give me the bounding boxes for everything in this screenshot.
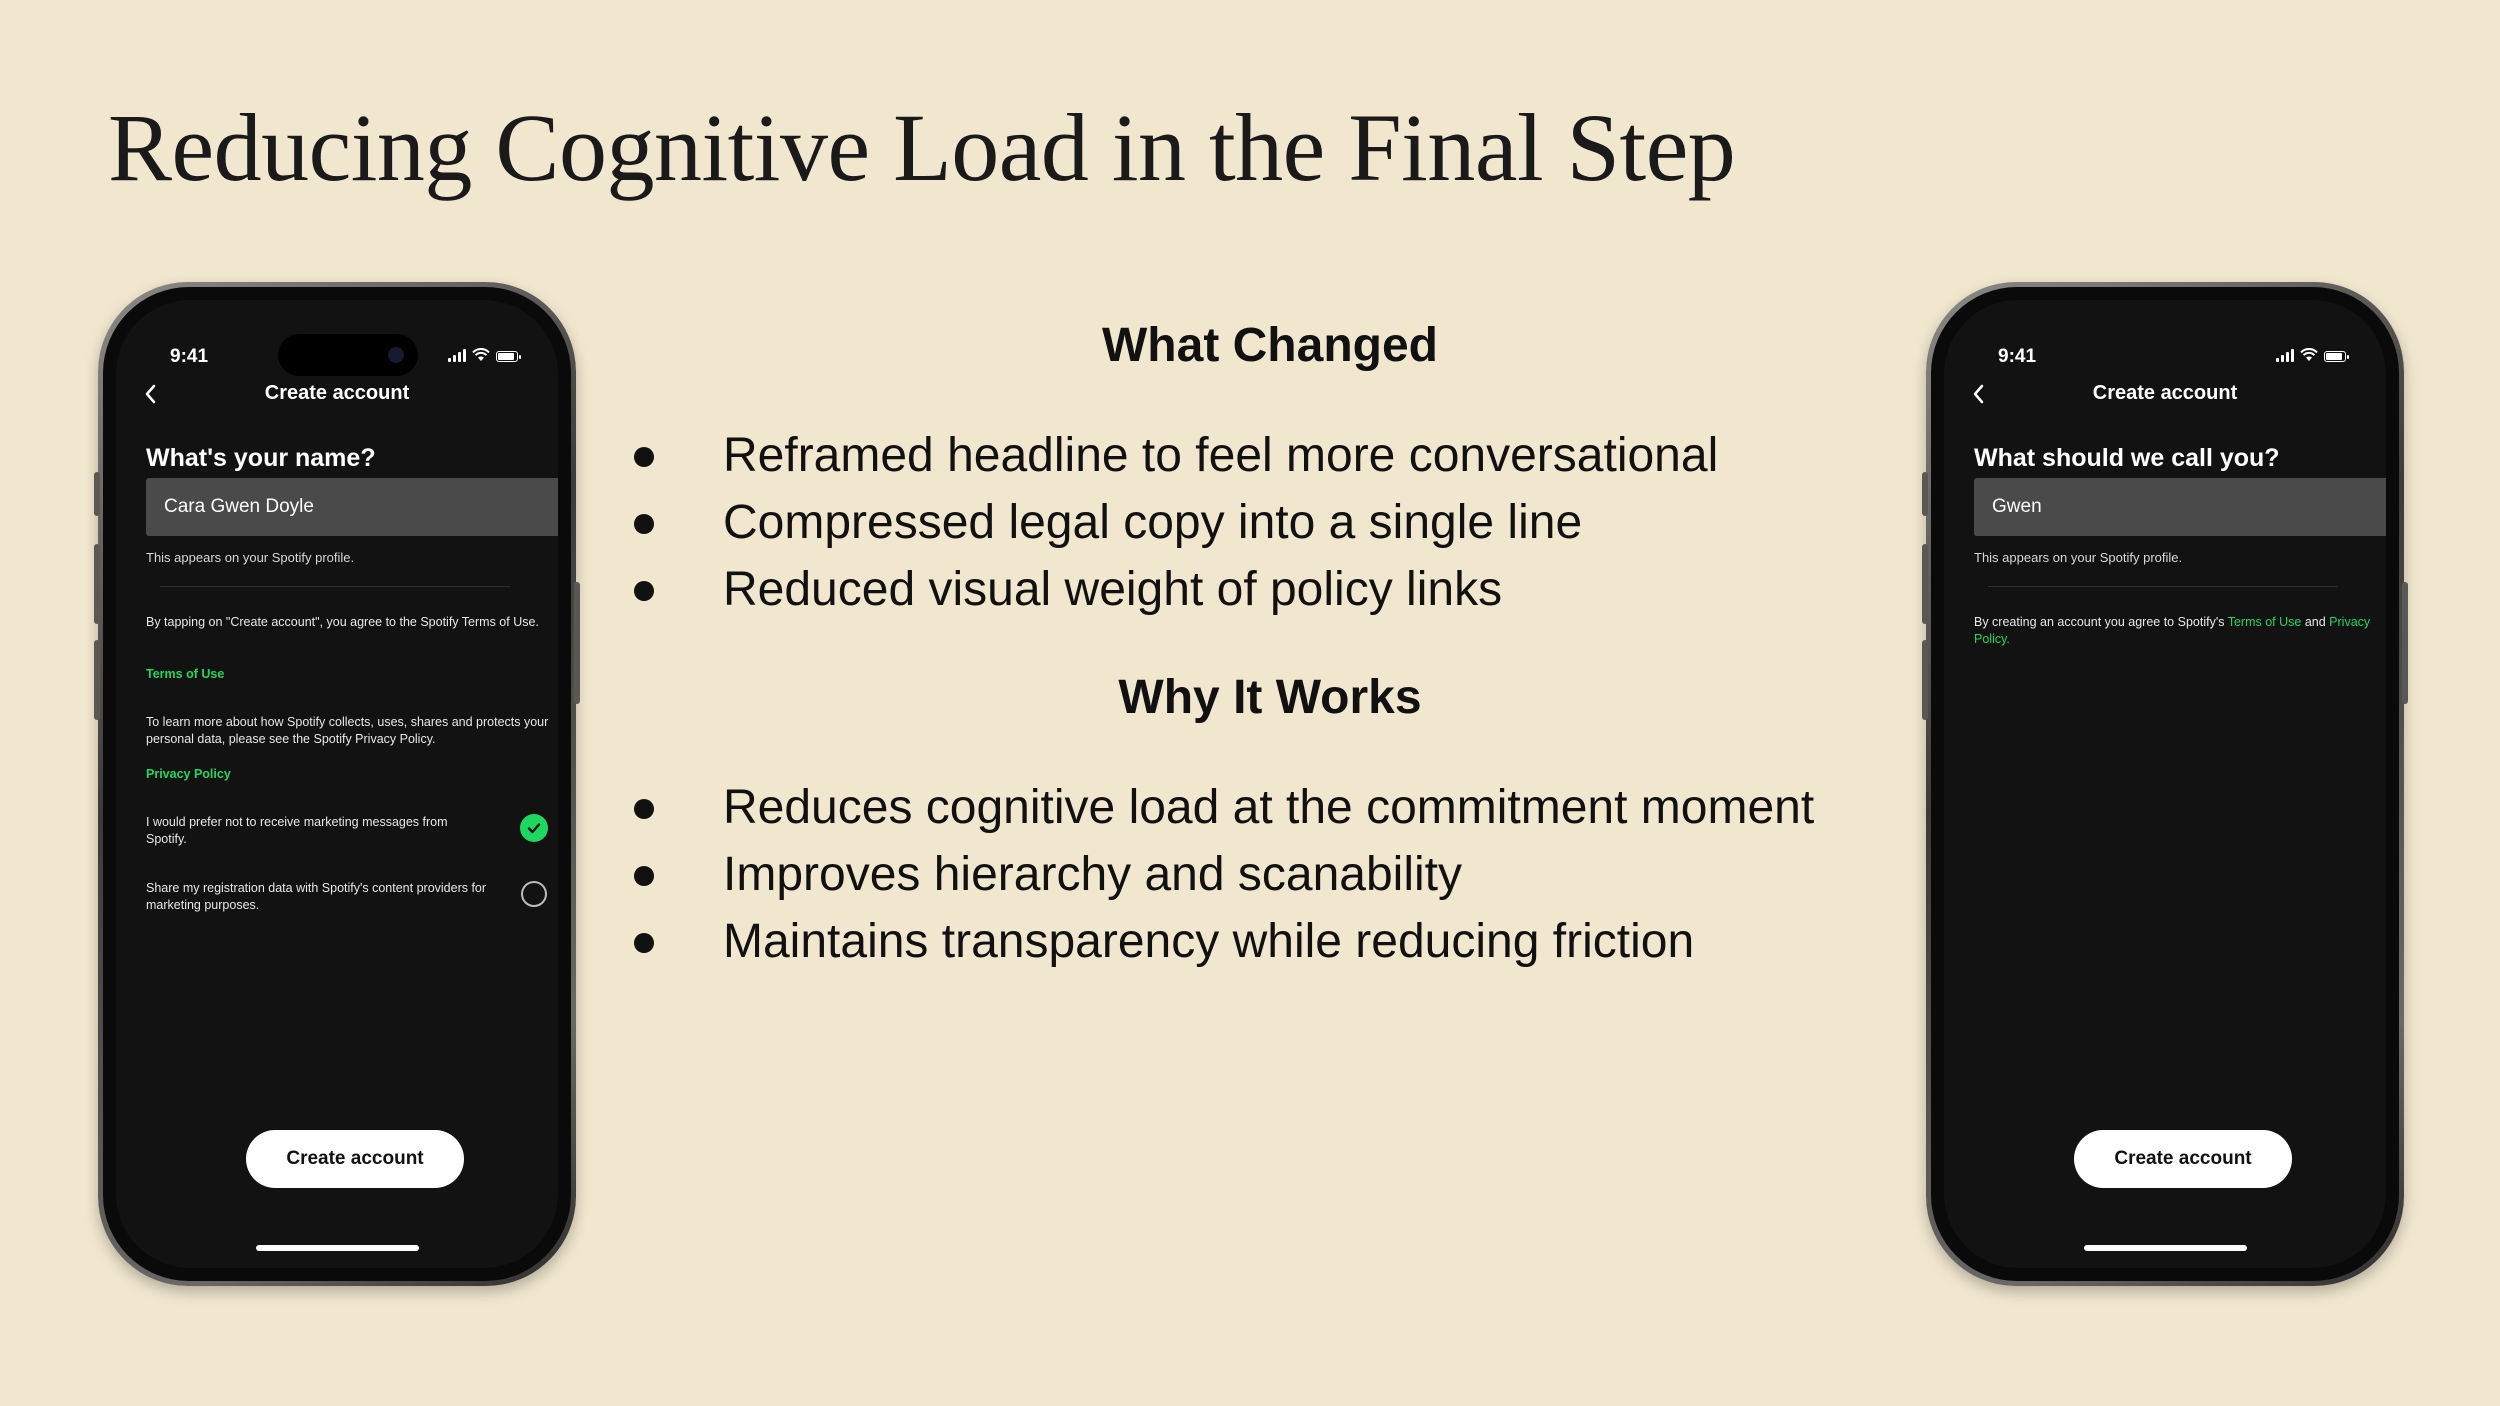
why-it-works-list: Reduces cognitive load at the commitment… xyxy=(620,774,1814,975)
divider xyxy=(160,586,510,587)
battery-icon xyxy=(496,351,521,362)
status-time: 9:41 xyxy=(170,346,209,367)
list-item: Reduced visual weight of policy links xyxy=(620,556,1718,623)
phone-action-button xyxy=(94,472,100,516)
name-input[interactable] xyxy=(146,478,558,536)
phone-before: 9:41 Create account What's your name? Th… xyxy=(94,282,580,1286)
list-item: Improves hierarchy and scanability xyxy=(620,841,1814,908)
what-changed-heading: What Changed xyxy=(1102,319,1438,372)
name-question: What should we call you? xyxy=(1974,444,2280,472)
battery-icon xyxy=(2324,351,2349,362)
phone-volume-down-button xyxy=(1922,640,1928,720)
cellular-signal-icon xyxy=(448,348,466,362)
checkmark-icon xyxy=(527,823,541,834)
home-indicator xyxy=(256,1245,419,1251)
phone-power-button xyxy=(574,582,580,704)
phone-volume-down-button xyxy=(94,640,100,720)
what-changed-list: Reframed headline to feel more conversat… xyxy=(620,422,1718,623)
wifi-icon xyxy=(472,348,490,361)
home-indicator xyxy=(2084,1245,2247,1251)
legal-and: and xyxy=(2304,615,2326,629)
why-it-works-heading: Why It Works xyxy=(1118,671,1422,724)
divider xyxy=(1988,586,2338,587)
privacy-policy-link[interactable]: Privacy Policy xyxy=(146,767,231,781)
legal-prefix: By creating an account you agree to Spot… xyxy=(1974,615,2225,629)
legal-line: By creating an account you agree to Spot… xyxy=(1974,614,2384,648)
screen-before: 9:41 Create account What's your name? Th… xyxy=(116,300,558,1268)
phone-volume-up-button xyxy=(1922,544,1928,624)
name-input[interactable] xyxy=(1974,478,2386,536)
phone-after: 9:41 Create account What should we call … xyxy=(1922,282,2408,1286)
screen-after: 9:41 Create account What should we call … xyxy=(1944,300,2386,1268)
share-data-label: Share my registration data with Spotify'… xyxy=(146,881,487,912)
name-question: What's your name? xyxy=(146,444,376,472)
marketing-optout-label: I would prefer not to receive marketing … xyxy=(146,815,448,846)
phone-action-button xyxy=(1922,472,1928,516)
nav-title: Create account xyxy=(264,382,410,404)
list-item: Maintains transparency while reducing fr… xyxy=(620,908,1814,975)
cellular-signal-icon xyxy=(2276,348,2294,362)
status-icons xyxy=(2276,348,2349,362)
list-item: Reduces cognitive load at the commitment… xyxy=(620,774,1814,841)
dynamic-island xyxy=(278,334,418,376)
create-account-button[interactable]: Create account xyxy=(246,1130,464,1188)
back-chevron-icon[interactable] xyxy=(1968,380,1990,408)
phone-power-button xyxy=(2402,582,2408,704)
privacy-notice: To learn more about how Spotify collects… xyxy=(146,715,549,746)
helper-text: This appears on your Spotify profile. xyxy=(146,550,355,565)
terms-of-use-link[interactable]: Terms of Use xyxy=(2227,615,2302,629)
list-item: Compressed legal copy into a single line xyxy=(620,489,1718,556)
nav-title: Create account xyxy=(2092,382,2238,404)
helper-text: This appears on your Spotify profile. xyxy=(1974,550,2183,565)
status-time: 9:41 xyxy=(1998,346,2037,367)
create-account-button[interactable]: Create account xyxy=(2074,1130,2292,1188)
privacy-policy-link[interactable]: Privacy Policy. xyxy=(1974,615,2371,646)
wifi-icon xyxy=(2300,348,2318,361)
status-icons xyxy=(448,348,521,362)
back-chevron-icon[interactable] xyxy=(140,380,162,408)
list-item: Reframed headline to feel more conversat… xyxy=(620,422,1718,489)
share-data-checkbox[interactable] xyxy=(521,881,547,907)
marketing-optout-checkbox[interactable] xyxy=(520,814,548,842)
slide-title: Reducing Cognitive Load in the Final Ste… xyxy=(108,94,1736,201)
phone-volume-up-button xyxy=(94,544,100,624)
terms-of-use-link[interactable]: Terms of Use xyxy=(146,667,225,681)
terms-notice: By tapping on "Create account", you agre… xyxy=(146,615,539,629)
